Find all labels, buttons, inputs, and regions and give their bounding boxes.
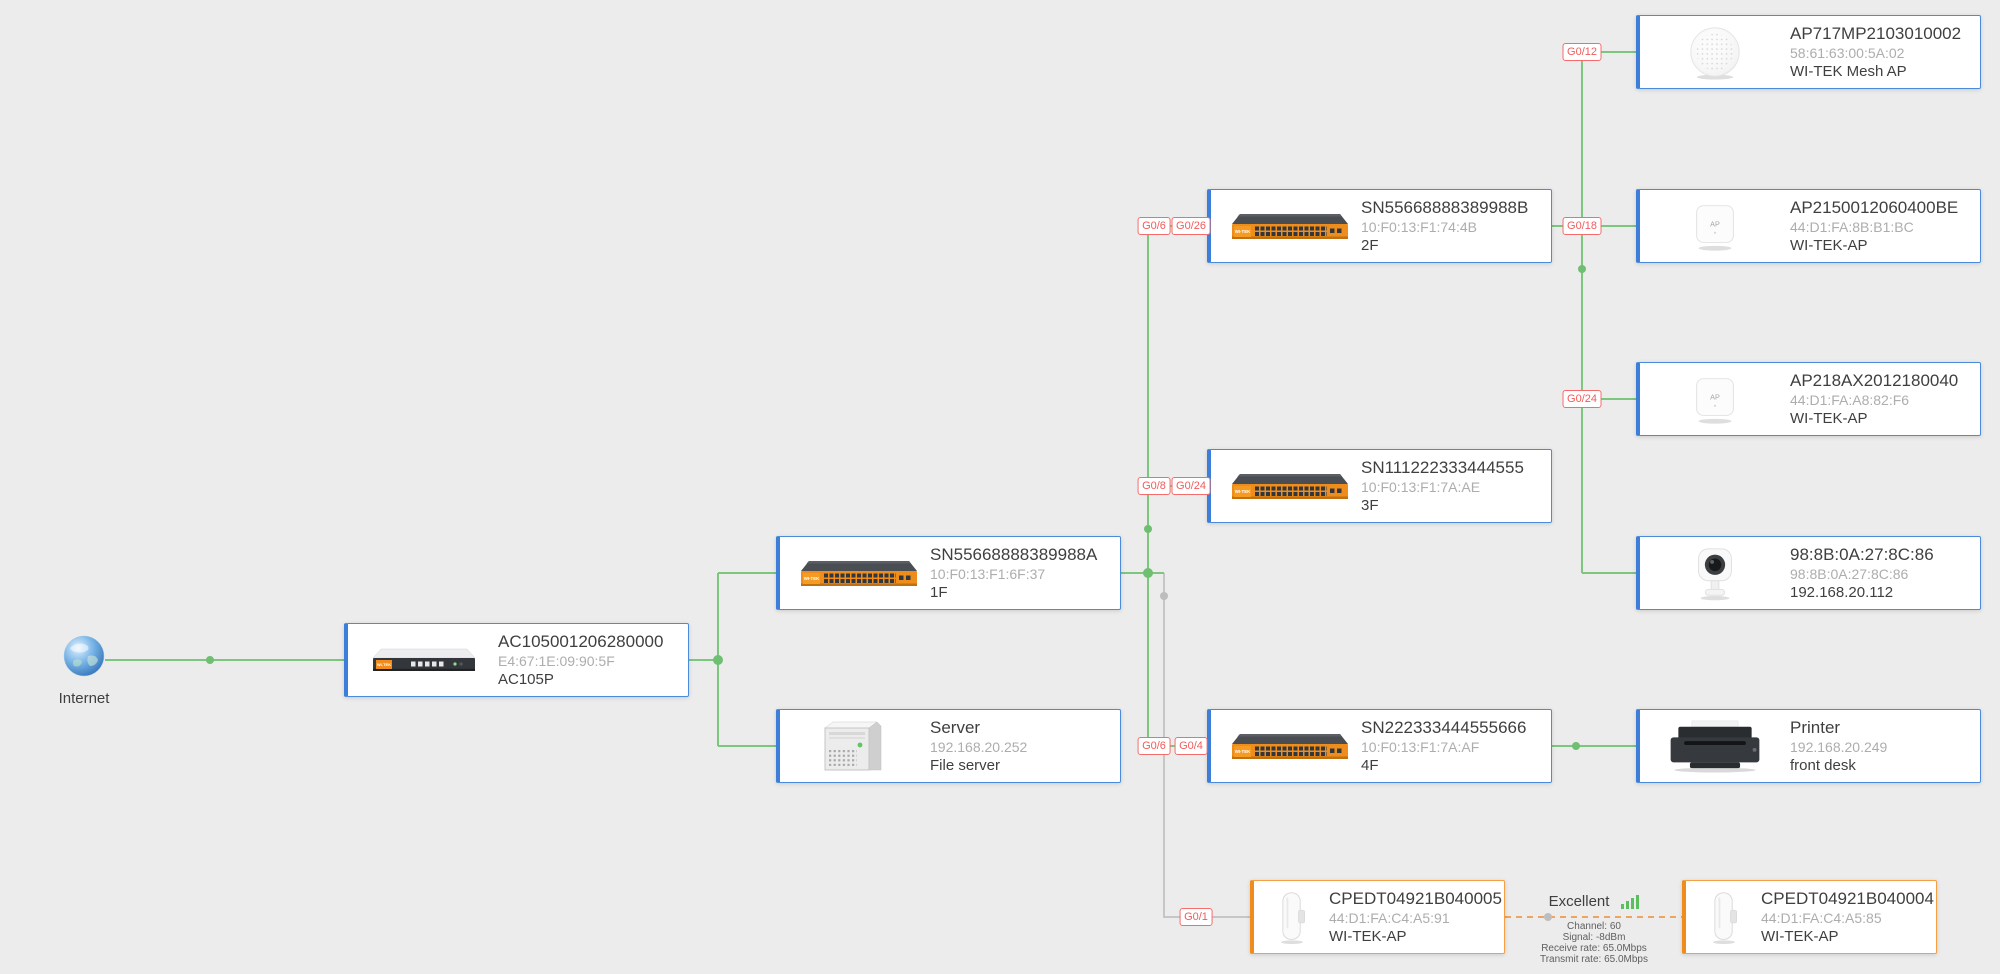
- device-card-server[interactable]: Server 192.168.20.252 File server: [776, 709, 1121, 783]
- device-title: SN222333444555666: [1361, 717, 1527, 737]
- device-card-switch-1f[interactable]: SN55668888389988A 10:F0:13:F1:6F:37 1F: [776, 536, 1121, 610]
- device-desc: 3F: [1361, 496, 1379, 514]
- device-mac: 10:F0:13:F1:74:4B: [1361, 218, 1477, 235]
- globe-icon: [62, 634, 106, 678]
- device-mac: 58:61:63:00:5A:02: [1790, 44, 1905, 61]
- device-card-mesh-ap[interactable]: AP717MP2103010002 58:61:63:00:5A:02 WI-T…: [1636, 15, 1981, 89]
- wireless-signal: Signal: -8dBm: [1562, 932, 1626, 943]
- camera-icon: [1640, 544, 1790, 602]
- device-title: 98:8B:0A:27:8C:86: [1790, 544, 1934, 564]
- device-card-router[interactable]: AC105001206280000 E4:67:1E:09:90:5F AC10…: [344, 623, 689, 697]
- device-card-camera[interactable]: 98:8B:0A:27:8C:86 98:8B:0A:27:8C:86 192.…: [1636, 536, 1981, 610]
- device-card-switch-2f[interactable]: SN55668888389988B 10:F0:13:F1:74:4B 2F: [1207, 189, 1552, 263]
- device-title: SN55668888389988A: [930, 544, 1098, 564]
- router-icon: [348, 641, 498, 679]
- ap-icon: [1640, 370, 1790, 428]
- device-desc: AC105P: [498, 670, 554, 688]
- switch-icon: [780, 552, 930, 594]
- device-mac: E4:67:1E:09:90:5F: [498, 652, 615, 669]
- device-mac: 44:D1:FA:C4:A5:91: [1329, 909, 1450, 926]
- device-desc: front desk: [1790, 756, 1856, 774]
- device-mac: 44:D1:FA:A8:82:F6: [1790, 391, 1910, 408]
- port-badge-g0-8: G0/8: [1137, 477, 1171, 495]
- device-desc: WI-TEK-AP: [1790, 409, 1868, 427]
- device-card-cpe-040005[interactable]: CPEDT04921B040005 44:D1:FA:C4:A5:91 WI-T…: [1250, 880, 1505, 954]
- device-title: AC105001206280000: [498, 631, 664, 651]
- port-badge-g0-6: G0/6: [1137, 737, 1171, 755]
- device-title: Server: [930, 717, 981, 737]
- wireless-quality-label: Excellent: [1548, 893, 1610, 910]
- device-card-printer[interactable]: Printer 192.168.20.249 front desk: [1636, 709, 1981, 783]
- port-badge-g0-24: G0/24: [1562, 390, 1602, 408]
- device-card-ap218ax[interactable]: AP218AX2012180040 44:D1:FA:A8:82:F6 WI-T…: [1636, 362, 1981, 436]
- device-card-switch-4f[interactable]: SN222333444555666 10:F0:13:F1:7A:AF 4F: [1207, 709, 1552, 783]
- ap-icon: [1640, 197, 1790, 255]
- port-badge-g0-6: G0/6: [1137, 217, 1171, 235]
- wireless-transmit: Transmit rate: 65.0Mbps: [1539, 954, 1648, 965]
- cpe-icon: [1686, 890, 1761, 945]
- device-mac: 10:F0:13:F1:6F:37: [930, 565, 1046, 582]
- mesh-ap-icon: [1640, 23, 1790, 81]
- device-mac: 98:8B:0A:27:8C:86: [1790, 565, 1909, 582]
- wireless-channel: Channel: 60: [1567, 921, 1621, 932]
- device-desc: 1F: [930, 583, 948, 601]
- device-title: AP717MP2103010002: [1790, 23, 1962, 43]
- device-title: AP2150012060400BE: [1790, 197, 1959, 217]
- device-ip: 192.168.20.249: [1790, 738, 1888, 755]
- switch-icon: [1211, 465, 1361, 507]
- device-desc: WI-TEK-AP: [1329, 927, 1407, 945]
- device-card-switch-3f[interactable]: SN111222333444555 10:F0:13:F1:7A:AE 3F: [1207, 449, 1552, 523]
- device-card-cpe-040004[interactable]: CPEDT04921B040004 44:D1:FA:C4:A5:85 WI-T…: [1682, 880, 1937, 954]
- port-badge-g0-18: G0/18: [1562, 217, 1602, 235]
- device-mac: 44:D1:FA:C4:A5:85: [1761, 909, 1882, 926]
- device-mac: 10:F0:13:F1:7A:AF: [1361, 738, 1480, 755]
- server-icon: [780, 718, 930, 774]
- device-title: SN111222333444555: [1361, 457, 1524, 477]
- device-card-ap2150[interactable]: AP2150012060400BE 44:D1:FA:8B:B1:BC WI-T…: [1636, 189, 1981, 263]
- device-desc: WI-TEK Mesh AP: [1790, 62, 1907, 80]
- device-ip: 192.168.20.112: [1790, 583, 1894, 601]
- internet-label: Internet: [58, 690, 110, 707]
- switch-icon: [1211, 725, 1361, 767]
- device-title: CPEDT04921B040004: [1761, 888, 1934, 908]
- signal-bars-icon: [1621, 895, 1639, 909]
- device-ip: 192.168.20.252: [930, 738, 1028, 755]
- device-title: AP218AX2012180040: [1790, 370, 1959, 390]
- wireless-link-info: Excellent Channel: 60 Signal: -8dBm Rece…: [1494, 893, 1694, 965]
- device-title: Printer: [1790, 717, 1841, 737]
- device-desc: WI-TEK-AP: [1761, 927, 1839, 945]
- port-badge-g0-24: G0/24: [1171, 477, 1211, 495]
- device-desc: WI-TEK-AP: [1790, 236, 1868, 254]
- device-mac: 10:F0:13:F1:7A:AE: [1361, 478, 1481, 495]
- internet-node[interactable]: Internet: [44, 634, 124, 707]
- port-badge-g0-4: G0/4: [1174, 737, 1208, 755]
- printer-icon: [1640, 719, 1790, 773]
- port-badge-g0-1: G0/1: [1179, 908, 1213, 926]
- port-badge-g0-12: G0/12: [1562, 43, 1602, 61]
- device-desc: File server: [930, 756, 1001, 774]
- cpe-icon: [1254, 890, 1329, 945]
- port-badge-g0-26: G0/26: [1171, 217, 1211, 235]
- device-mac: 44:D1:FA:8B:B1:BC: [1790, 218, 1914, 235]
- device-desc: 2F: [1361, 236, 1379, 254]
- switch-icon: [1211, 205, 1361, 247]
- device-desc: 4F: [1361, 756, 1379, 774]
- device-title: CPEDT04921B040005: [1329, 888, 1502, 908]
- wireless-receive: Receive rate: 65.0Mbps: [1541, 943, 1647, 954]
- device-title: SN55668888389988B: [1361, 197, 1529, 217]
